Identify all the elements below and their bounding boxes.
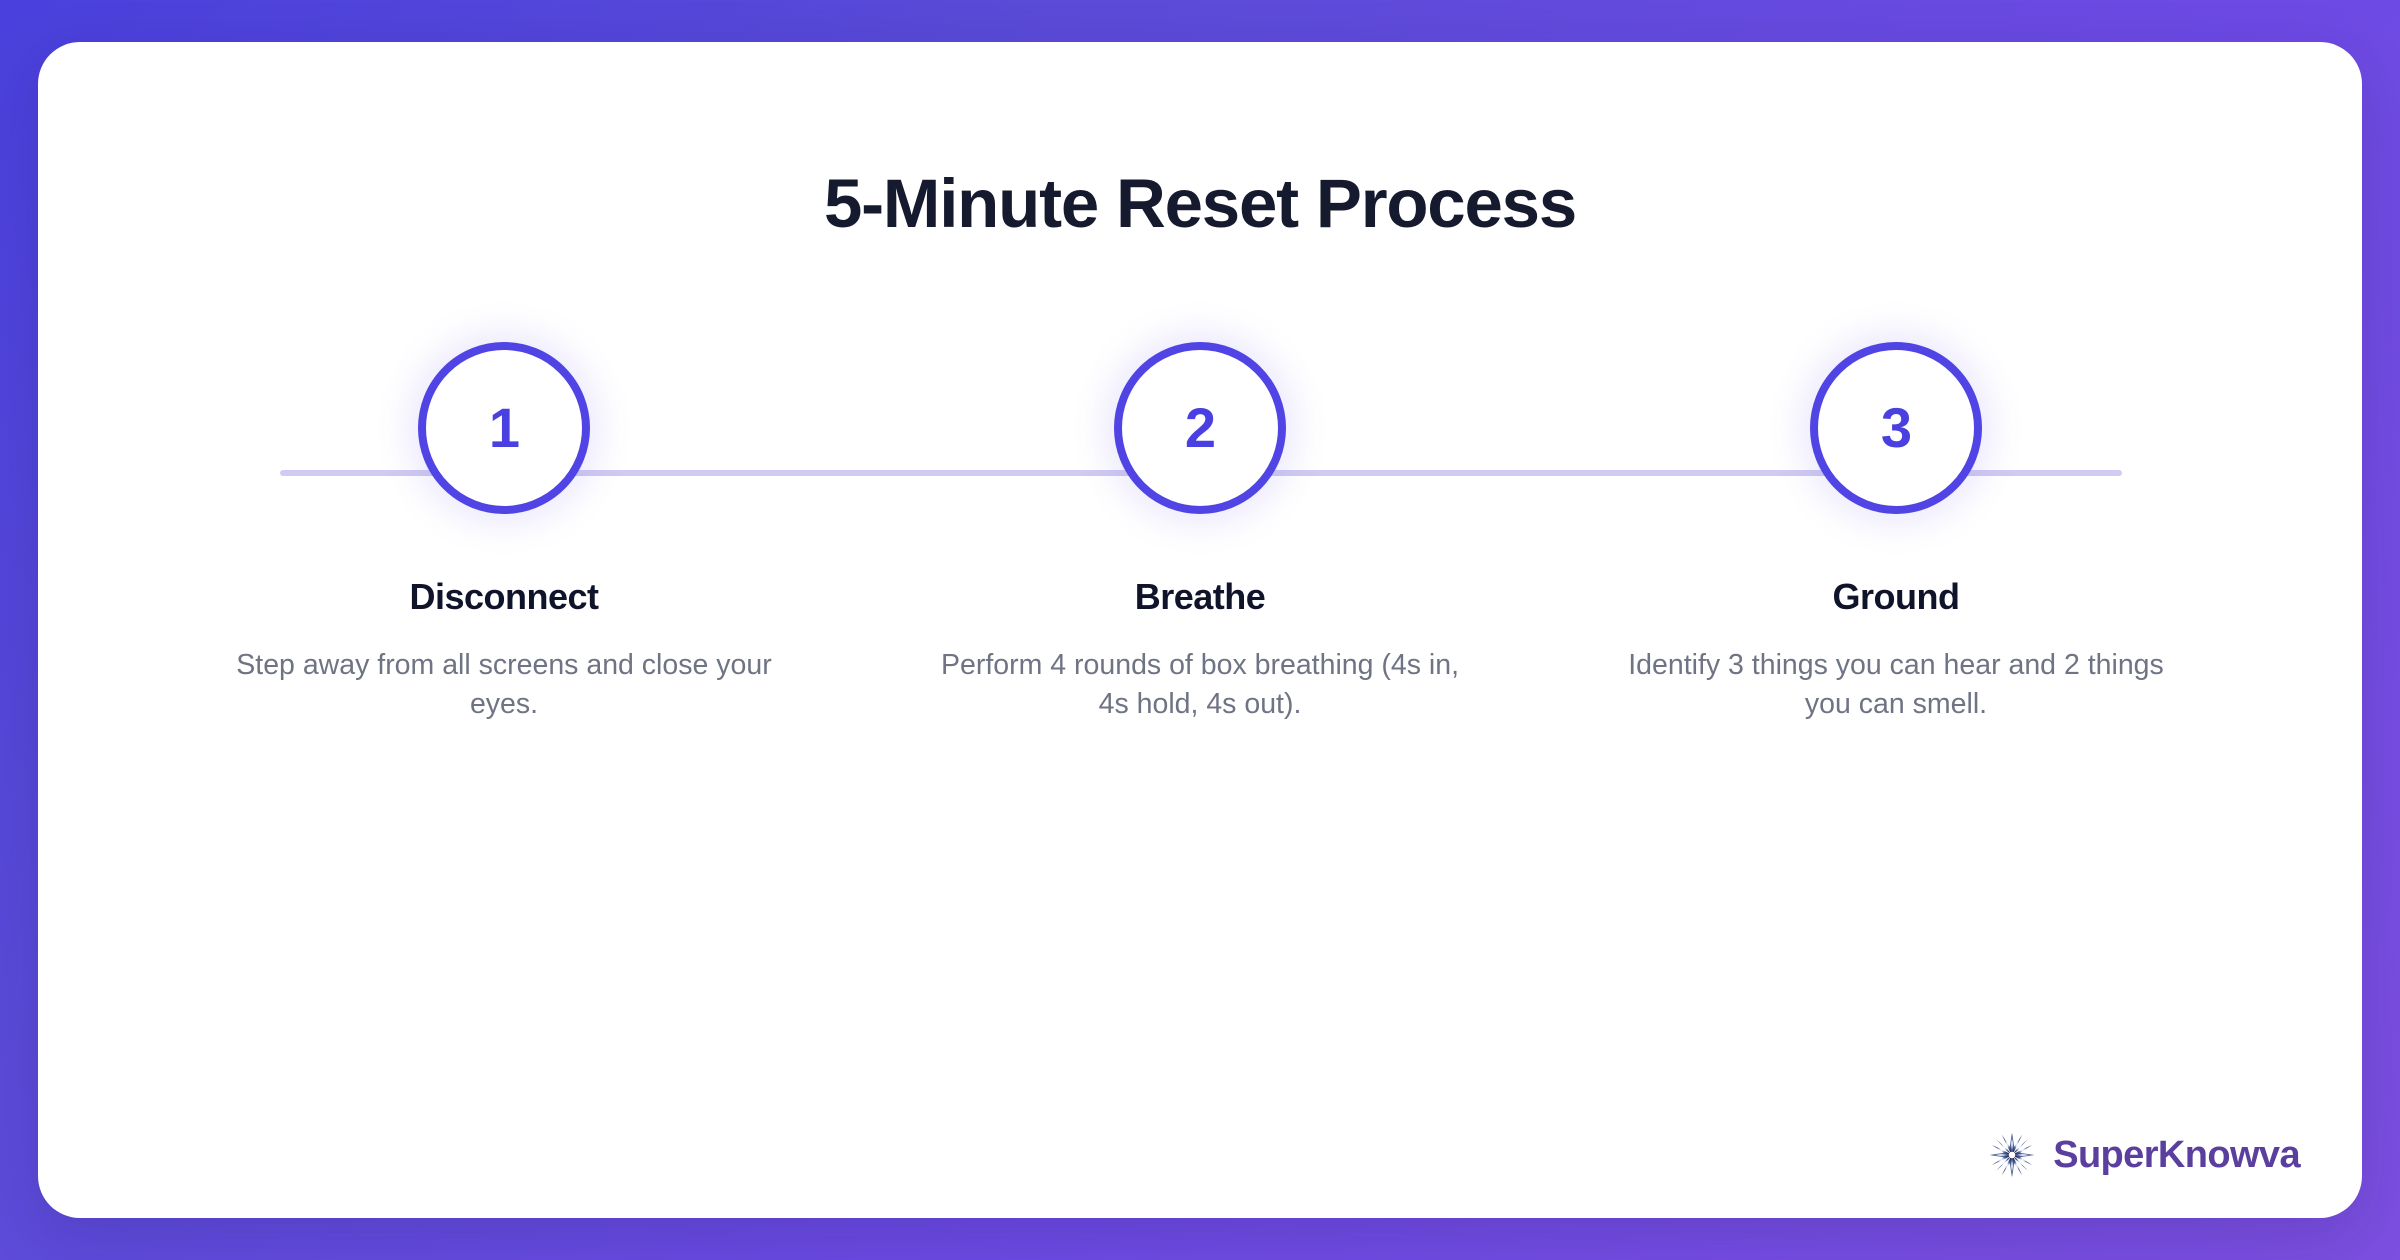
process-timeline: 1 Disconnect Step away from all screens …	[38, 342, 2362, 942]
step-3-number: 3	[1880, 396, 1912, 459]
step-1-circle[interactable]: 1	[418, 342, 590, 514]
step-1-heading: Disconnect	[409, 576, 599, 617]
step-3-heading: Ground	[1832, 576, 1960, 617]
step-1-number: 1	[488, 396, 520, 459]
brand-name: SuperKnowva	[2053, 1133, 2300, 1176]
timeline-step-3[interactable]: 3 Ground Identify 3 things you can hear …	[1548, 342, 2244, 725]
starburst-icon	[1990, 1132, 2035, 1178]
step-1-description: Step away from all screens and close you…	[236, 649, 772, 721]
step-2-heading: Breathe	[1134, 576, 1266, 617]
page-title: 5-Minute Reset Process	[823, 165, 1577, 242]
step-3-description: Identify 3 things you can hear and 2 thi…	[1628, 649, 2164, 721]
step-3-circle[interactable]: 3	[1810, 342, 1982, 514]
step-2-description: Perform 4 rounds of box breathing (4s in…	[940, 649, 1460, 721]
timeline-step-2[interactable]: 2 Breathe Perform 4 rounds of box breath…	[852, 342, 1548, 725]
timeline-step-1[interactable]: 1 Disconnect Step away from all screens …	[156, 342, 852, 725]
brand-logo: SuperKnowva	[1989, 1132, 2301, 1178]
step-2-number: 2	[1184, 396, 1216, 459]
timeline-steps: 1 Disconnect Step away from all screens …	[38, 342, 2362, 725]
content-card: 5-Minute Reset Process 1 Disconnect Step…	[38, 42, 2362, 1218]
step-2-circle[interactable]: 2	[1114, 342, 1286, 514]
